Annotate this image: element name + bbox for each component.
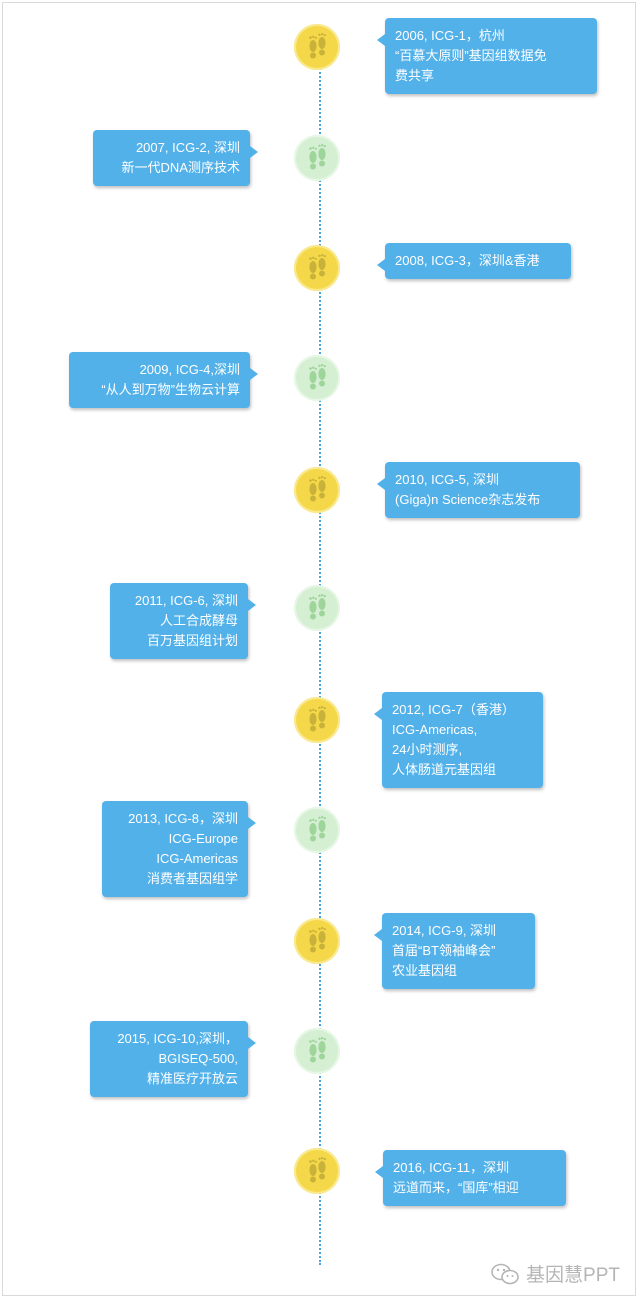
event-card-line: ICG-Americas xyxy=(156,851,238,866)
event-card: 2010, ICG-5, 深圳 (Giga)n Science杂志发布 xyxy=(377,462,580,518)
event-card-line: 人工合成酵母 xyxy=(159,613,238,628)
timeline-node xyxy=(294,24,340,70)
event-card-line: ICG-Europe xyxy=(168,831,238,846)
event-card: 2014, ICG-9, 深圳首届“BT领袖峰会” 农业基因组 xyxy=(374,913,535,989)
timeline-node xyxy=(294,135,340,181)
event-card-line: 2015, ICG-10,深圳， xyxy=(117,1031,238,1046)
timeline-node xyxy=(294,807,340,853)
event-card-line: “从人到万物”生物云计算 xyxy=(101,382,240,397)
timeline-axis xyxy=(319,65,321,1265)
event-card-line: 2009, ICG-4,深圳 xyxy=(139,362,240,377)
footprint-icon xyxy=(309,1157,326,1183)
event-card-line: 2012, ICG-7（香港） xyxy=(392,702,515,717)
footprint-icon xyxy=(309,364,326,390)
event-card-line: 农业基因组 xyxy=(392,963,458,978)
watermark-text: 基因慧PPT xyxy=(526,1265,620,1286)
timeline-node xyxy=(294,918,340,964)
footprint-icon xyxy=(309,33,326,59)
event-card-line: 人体肠道元基因组 xyxy=(392,762,497,777)
timeline-node xyxy=(294,245,340,291)
footprint-icon xyxy=(309,594,326,620)
event-card-line: 2016, ICG-11，深圳 xyxy=(393,1160,510,1175)
event-card: 2007, ICG-2, 深圳新一代DNA测序技术 xyxy=(93,130,258,186)
event-card-line: (Giga)n Science杂志发布 xyxy=(395,492,541,507)
event-card-line: 2013, ICG-8，深圳 xyxy=(128,811,238,826)
event-card-line: 2010, ICG-5, 深圳 xyxy=(395,472,500,487)
footprint-icon xyxy=(309,927,326,953)
event-card: 2008, ICG-3，深圳&香港 xyxy=(377,243,571,279)
watermark: 基因慧PPT xyxy=(490,1260,620,1287)
event-card: 2006, ICG-1，杭州 “百慕大原则”基因组数据免费共享 xyxy=(377,18,597,94)
event-card-line: “百慕大原则”基因组数据免 xyxy=(395,48,547,63)
timeline-node xyxy=(294,1028,340,1074)
event-card-line: 2006, ICG-1，杭州 xyxy=(395,28,505,43)
event-card-line: 首届“BT领袖峰会” xyxy=(392,943,496,958)
event-card: 2009, ICG-4,深圳 “从人到万物”生物云计算 xyxy=(69,352,258,408)
timeline-node xyxy=(294,697,340,743)
event-card-line: 2011, ICG-6, 深圳 xyxy=(134,593,238,608)
event-card-line: 远道而来，“国库”相迎 xyxy=(393,1180,519,1195)
timeline-node xyxy=(294,355,340,401)
footprint-icon xyxy=(309,1037,326,1063)
event-card: 2011, ICG-6, 深圳人工合成酵母百万基因组计划 xyxy=(110,583,256,659)
event-card: 2012, ICG-7（香港） ICG-Americas, 24小时测序, 人体肠道元… xyxy=(374,692,543,788)
event-card: 2015, ICG-10,深圳， BGISEQ-500, 精准医疗开放云 xyxy=(90,1021,256,1097)
event-card-line: 精准医疗开放云 xyxy=(146,1071,238,1086)
footprint-icon xyxy=(309,144,326,170)
footprint-icon xyxy=(309,476,326,502)
event-card-line: ICG-Americas, xyxy=(392,722,478,737)
event-card-line: BGISEQ-500, xyxy=(158,1051,238,1066)
event-card-line: 百万基因组计划 xyxy=(146,633,238,648)
event-card-line: 2007, ICG-2, 深圳 xyxy=(135,140,240,155)
timeline-node xyxy=(294,467,340,513)
event-card-line: 消费者基因组学 xyxy=(146,871,238,886)
event-card-line: 2014, ICG-9, 深圳 xyxy=(392,923,497,938)
timeline-node xyxy=(294,1148,340,1194)
event-card-line: 2008, ICG-3，深圳&香港 xyxy=(395,253,540,268)
event-card: 2016, ICG-11，深圳远道而来，“国库”相迎 xyxy=(375,1150,566,1206)
timeline-node xyxy=(294,585,340,631)
event-card-line: 新一代DNA测序技术 xyxy=(121,160,240,175)
wechat-icon xyxy=(491,1263,519,1284)
footprint-icon xyxy=(309,706,326,732)
footprint-icon xyxy=(309,254,326,280)
event-card-line: 费共享 xyxy=(395,68,435,83)
event-card-line: 24小时测序, xyxy=(392,742,463,757)
footprint-icon xyxy=(309,816,326,842)
